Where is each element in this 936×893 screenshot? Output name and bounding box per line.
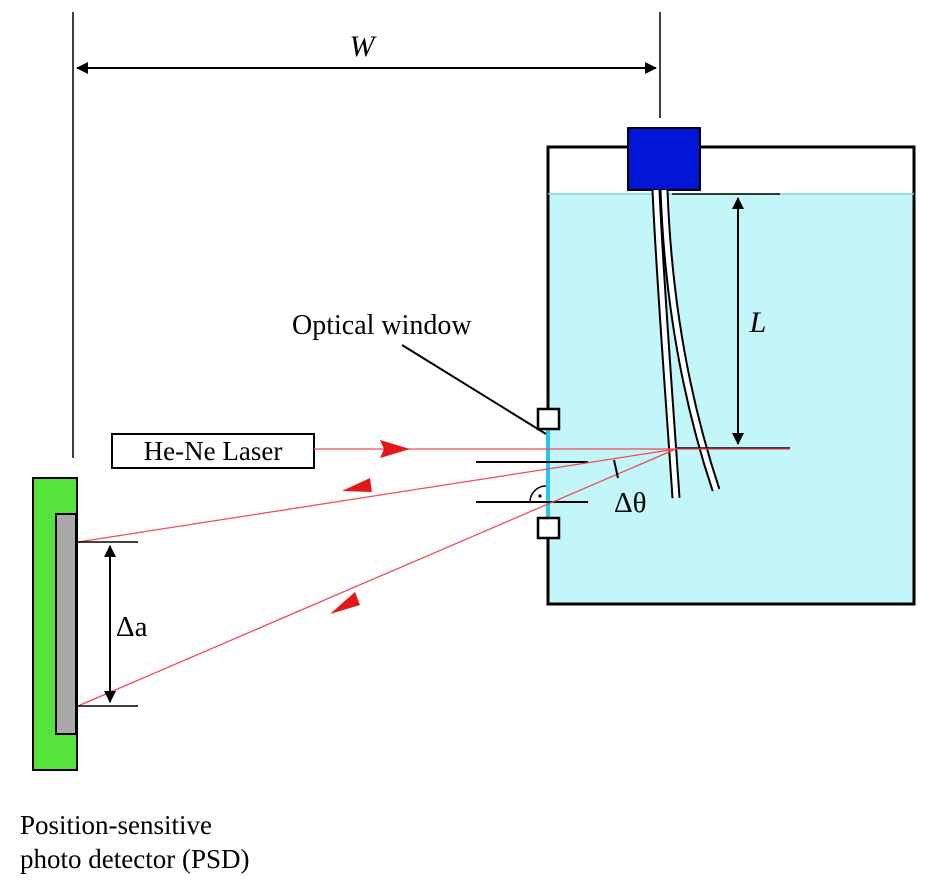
reflected-beam-1 [77, 448, 677, 543]
tank-fluid [548, 194, 914, 604]
reflected-arrowhead-2 [330, 592, 360, 614]
laser-label: He-Ne Laser [144, 436, 283, 466]
right-angle-dot [538, 494, 542, 498]
reflected-beam-2 [77, 448, 677, 707]
reflected-arrowhead-1 [342, 478, 372, 492]
delta-theta-tick [613, 459, 619, 479]
delta-theta-label: Δθ [614, 487, 647, 519]
psd-caption-line-1: Position-sensitive [20, 810, 213, 840]
cantilever-beams [651, 189, 721, 499]
laser-beams [77, 440, 790, 707]
laser-source [111, 433, 315, 469]
cantilever-holder [627, 127, 701, 191]
delta-a-label: Δa [116, 611, 148, 643]
psd-sensor [55, 513, 77, 735]
psd-caption-line-2: photo detector (PSD) [20, 844, 250, 874]
window-clamp-top [536, 407, 561, 431]
w-label: W [350, 30, 378, 63]
optical-window-leader [401, 344, 547, 435]
l-label: L [749, 306, 767, 339]
incident-arrowhead [380, 440, 410, 458]
right-angle-mark [529, 485, 547, 503]
psd-caption: Position-sensitive photo detector (PSD) [20, 808, 249, 876]
optical-window-label: Optical window [292, 310, 472, 341]
tank-outline [546, 145, 916, 606]
window-clamp-bottom [536, 516, 561, 540]
